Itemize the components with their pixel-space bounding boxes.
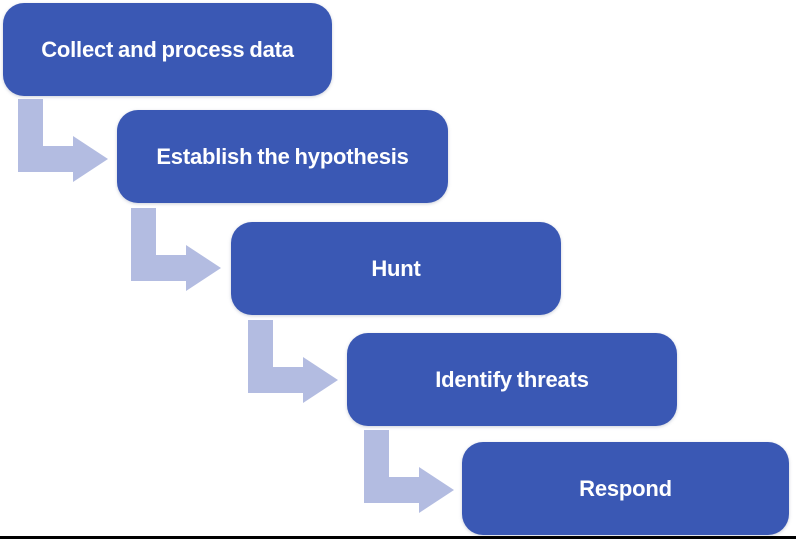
bent-arrow-icon bbox=[364, 430, 454, 513]
step-box-establish-the-hypothesis: Establish the hypothesis bbox=[117, 110, 448, 203]
step-box-respond: Respond bbox=[462, 442, 789, 535]
step-label: Collect and process data bbox=[41, 36, 294, 62]
step-box-collect-and-process-data: Collect and process data bbox=[3, 3, 332, 96]
bent-arrow-icon bbox=[131, 208, 221, 291]
step-label: Respond bbox=[579, 475, 672, 501]
bent-arrow-shape bbox=[18, 99, 108, 182]
bent-arrow-icon bbox=[18, 99, 108, 182]
bent-arrow-icon bbox=[248, 320, 338, 403]
bottom-border-line bbox=[0, 536, 796, 539]
bent-arrow-shape bbox=[248, 320, 338, 403]
step-box-hunt: Hunt bbox=[231, 222, 561, 315]
bent-arrow-shape bbox=[131, 208, 221, 291]
step-label: Identify threats bbox=[435, 366, 589, 392]
step-label: Hunt bbox=[371, 255, 421, 281]
step-label: Establish the hypothesis bbox=[156, 143, 409, 169]
bent-arrow-shape bbox=[364, 430, 454, 513]
step-box-identify-threats: Identify threats bbox=[347, 333, 677, 426]
